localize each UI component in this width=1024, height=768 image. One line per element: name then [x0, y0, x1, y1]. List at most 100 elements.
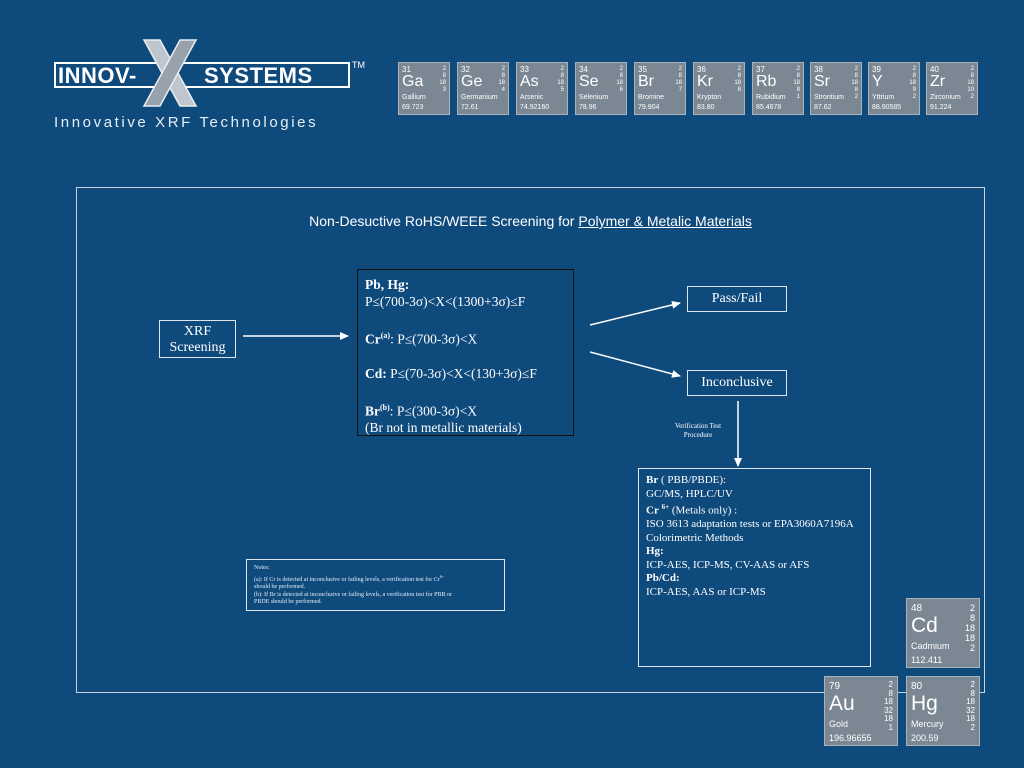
element-symbol: Kr — [697, 73, 713, 90]
element-name: Cadmium — [911, 641, 950, 651]
element-name: Zirconium — [930, 94, 961, 101]
diagram-frame — [76, 187, 985, 693]
element-name: Krypton — [697, 94, 722, 101]
element-symbol: Sr — [814, 73, 830, 90]
element-symbol: Ga — [402, 73, 424, 90]
element-symbol: Au — [829, 692, 855, 715]
atomic-number: 39 — [872, 65, 881, 74]
element-name: Selenium — [579, 94, 609, 101]
element-name: Gallium — [402, 94, 426, 101]
element-name: Bromine — [638, 94, 665, 101]
element-name: Rubidium — [756, 94, 786, 101]
element-symbol: As — [520, 73, 539, 90]
atomic-number: 79 — [829, 681, 841, 692]
note-a: (a): If Cr is detected at inconclusive o… — [254, 573, 445, 591]
element-name: Gold — [829, 719, 849, 729]
atomic-weight: 79.904 — [638, 104, 660, 111]
screening-label: Screening — [169, 340, 226, 355]
atomic-number: 37 — [756, 65, 765, 74]
element-name: Mercury — [911, 719, 944, 729]
atomic-weight: 74.92160 — [520, 104, 550, 111]
title-underlined-text: Polymer & Metalic Materials — [578, 213, 752, 229]
logo-word-right: SYSTEMS — [204, 63, 313, 88]
atomic-weight: 112.411 — [911, 655, 943, 665]
atomic-weight: 83.80 — [697, 104, 715, 111]
screening-criteria-box: Pb, Hg: P≤(700-3σ)<X<(1300+3σ)≤F Cr(a): … — [357, 269, 574, 436]
element-name: Yttrium — [872, 94, 895, 101]
logo-x-mark — [142, 39, 198, 107]
atomic-weight: 91.224 — [930, 104, 952, 111]
atomic-weight: 200.59 — [911, 733, 939, 743]
element-symbol: Ge — [461, 73, 483, 90]
xrf-screening-box: XRF Screening — [159, 320, 236, 358]
inconclusive-box: Inconclusive — [687, 370, 787, 396]
logo-word-left: INNOV- — [58, 63, 137, 88]
element-name: Arsenic — [520, 94, 544, 101]
cd-criteria: Cd: P≤(70-3σ)<X<(130+3σ)≤F — [365, 365, 537, 381]
element-symbol: Hg — [911, 692, 938, 715]
atomic-weight: 88.90585 — [872, 104, 902, 111]
atomic-number: 80 — [911, 681, 923, 692]
br-criteria: Br(b): P≤(300-3σ)<X (Br not in metallic … — [365, 402, 522, 436]
company-logo: INNOV- SYSTEMS TM Innovative XRF Technol… — [52, 38, 372, 134]
notes-box: Notes: (a): If Cr is detected at inconcl… — [246, 559, 505, 611]
atomic-number: 33 — [520, 65, 529, 74]
pass-fail-box: Pass/Fail — [687, 286, 787, 312]
element-symbol: Zr — [930, 73, 946, 90]
atomic-weight: 87.62 — [814, 104, 832, 111]
element-symbol: Rb — [756, 73, 777, 90]
logo-tagline: Innovative XRF Technologies — [54, 114, 319, 131]
atomic-weight: 196.96655 — [829, 733, 872, 743]
element-name: Strontium — [814, 94, 844, 101]
atomic-weight: 78.96 — [579, 104, 597, 111]
atomic-number: 34 — [579, 65, 588, 74]
title-text: Non-Desuctive RoHS/WEEE Screening for — [309, 213, 579, 229]
atomic-weight: 85.4678 — [756, 104, 782, 111]
element-symbol: Se — [579, 73, 599, 90]
atomic-number: 38 — [814, 65, 823, 74]
atomic-number: 32 — [461, 65, 470, 74]
element-symbol: Y — [872, 73, 883, 90]
atomic-number: 48 — [911, 603, 923, 614]
atomic-weight: 69.723 — [402, 104, 424, 111]
atomic-weight: 72.61 — [461, 104, 479, 111]
element-symbol: Cd — [911, 614, 938, 637]
note-b: (b): If Br is detected at inconclusive o… — [254, 591, 452, 606]
xrf-label: XRF — [183, 324, 212, 339]
cr-criteria: Cr(a): P≤(700-3σ)<X — [365, 331, 478, 347]
pbhg-criteria: Pb, Hg: P≤(700-3σ)<X<(1300+3σ)≤F — [365, 277, 526, 309]
atomic-number: 36 — [697, 65, 706, 74]
notes-heading: Notes: — [254, 565, 270, 571]
diagram-title: Non-Desuctive RoHS/WEEE Screening for Po… — [76, 213, 985, 229]
element-name: Germanium — [461, 94, 498, 101]
logo-frame — [54, 62, 350, 88]
element-symbol: Br — [638, 73, 654, 90]
atomic-number: 35 — [638, 65, 647, 74]
verification-methods-box: Br ( PBB/PBDE): GC/MS, HPLC/UV Cr 6+ (Me… — [638, 468, 871, 667]
